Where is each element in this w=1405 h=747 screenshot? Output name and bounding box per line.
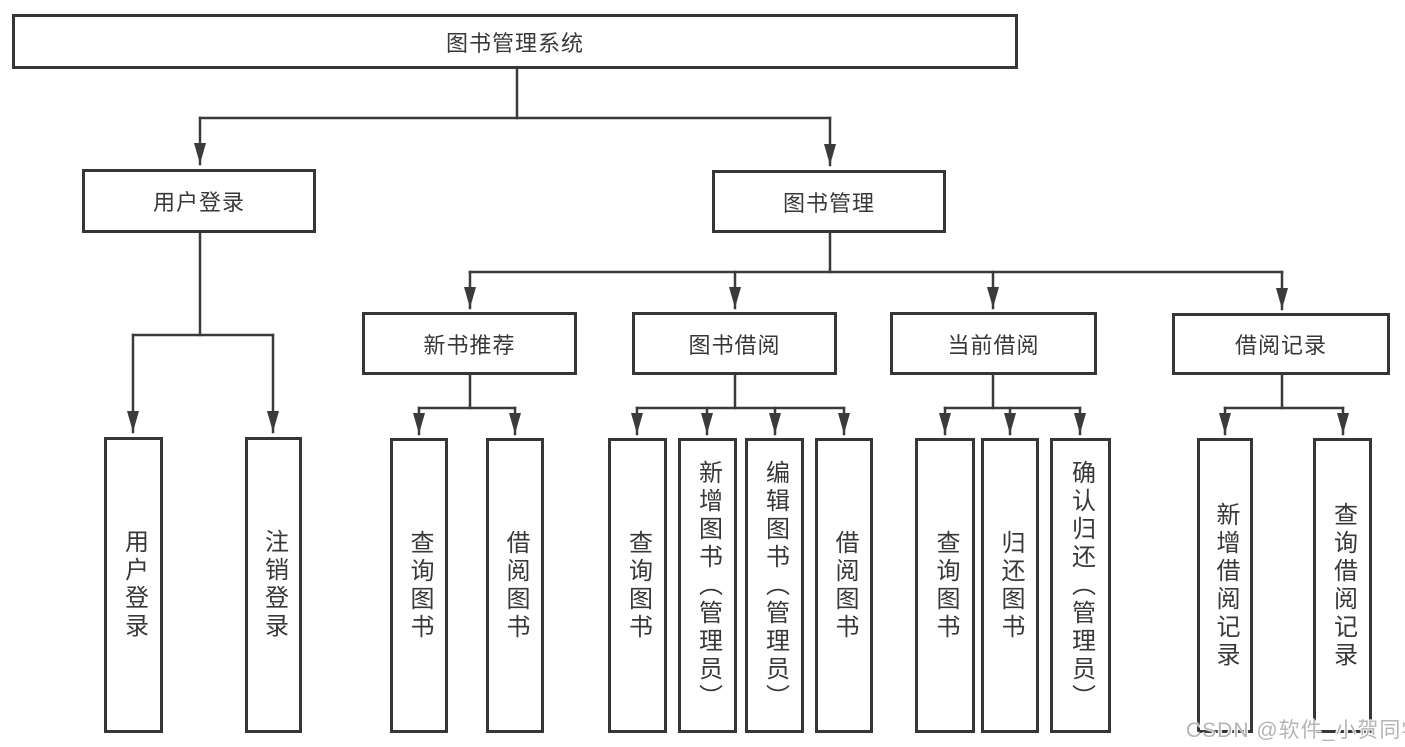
leaf-edit-book-admin-label: 编辑图书（管理员） <box>761 459 789 712</box>
watermark: CSDN @软件_小贺同学 <box>1186 719 1405 742</box>
leaf-logout-login: 注销登录 <box>245 437 302 733</box>
node-borrow-records: 借阅记录 <box>1172 313 1390 375</box>
node-new-book-recommend: 新书推荐 <box>362 312 577 375</box>
leaf-return-book-label: 归还图书 <box>997 529 1024 642</box>
leaf-borrow-books: 借阅图书 <box>815 438 873 733</box>
leaf-query-books-borrow-label: 查询图书 <box>624 529 652 642</box>
leaf-query-books-current: 查询图书 <box>915 438 975 733</box>
leaf-confirm-return-admin-label: 确认归还（管理员） <box>1067 459 1095 712</box>
leaf-borrow-books-recommend: 借阅图书 <box>486 438 544 733</box>
leaf-query-books-current-label: 查询图书 <box>932 529 959 642</box>
node-book-borrow: 图书借阅 <box>632 312 837 375</box>
node-current-borrow: 当前借阅 <box>890 312 1097 375</box>
node-current-borrow-label: 当前借阅 <box>947 332 1040 358</box>
leaf-add-book-admin: 新增图书（管理员） <box>678 438 737 733</box>
node-borrow-records-label: 借阅记录 <box>1234 333 1327 358</box>
leaf-borrow-books-recommend-label: 借阅图书 <box>502 529 529 642</box>
leaf-confirm-return-admin: 确认归还（管理员） <box>1050 438 1111 733</box>
node-book-borrow-label: 图书借阅 <box>688 332 781 358</box>
node-root: 图书管理系统 <box>12 14 1018 69</box>
node-user-login: 用户登录 <box>82 169 316 233</box>
leaf-borrow-books-label: 借阅图书 <box>831 529 858 642</box>
leaf-return-book: 归还图书 <box>981 438 1039 733</box>
leaf-query-books-borrow: 查询图书 <box>608 438 667 733</box>
node-user-login-label: 用户登录 <box>152 190 245 215</box>
leaf-user-login: 用户登录 <box>104 437 163 733</box>
node-root-label: 图书管理系统 <box>445 30 584 56</box>
leaf-add-borrow-record: 新增借阅记录 <box>1197 438 1253 733</box>
leaf-user-login-label: 用户登录 <box>120 529 148 641</box>
leaf-query-books-recommend: 查询图书 <box>390 438 448 733</box>
leaf-query-borrow-record: 查询借阅记录 <box>1313 438 1372 733</box>
leaf-add-book-admin-label: 新增图书（管理员） <box>694 459 722 712</box>
node-book-management: 图书管理 <box>712 170 946 233</box>
node-book-management-label: 图书管理 <box>782 190 875 216</box>
leaf-logout-login-label: 注销登录 <box>260 529 288 641</box>
leaf-add-borrow-record-label: 新增借阅记录 <box>1212 501 1239 670</box>
leaf-query-borrow-record-label: 查询借阅记录 <box>1329 501 1357 670</box>
leaf-query-books-recommend-label: 查询图书 <box>406 529 433 642</box>
node-new-book-recommend-label: 新书推荐 <box>423 332 516 358</box>
leaf-edit-book-admin: 编辑图书（管理员） <box>745 438 804 733</box>
